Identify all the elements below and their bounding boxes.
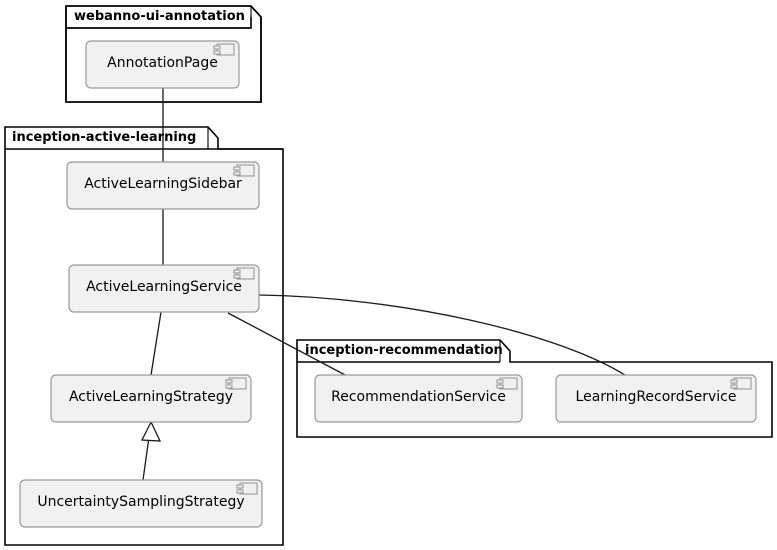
component-annotation-page[interactable] — [85, 40, 240, 89]
component-icon — [233, 267, 255, 280]
component-label-active-learning-sidebar: ActiveLearningSidebar — [84, 176, 242, 192]
component-label-recommendation-service: RecommendationService — [331, 389, 506, 405]
connector-service-to-recommendation — [227, 312, 348, 377]
component-learning-record-service[interactable] — [555, 374, 757, 423]
component-icon — [233, 164, 255, 177]
package-label-webanno-ui-annotation: webanno-ui-annotation — [74, 9, 245, 24]
component-icon — [236, 482, 258, 495]
package-label-inception-active-learning: inception-active-learning — [12, 130, 197, 145]
component-icon — [225, 377, 247, 390]
component-icon — [730, 377, 752, 390]
component-active-learning-service[interactable] — [68, 264, 260, 313]
component-label-annotation-page: AnnotationPage — [107, 55, 218, 71]
package-label-inception-recommendation: inception-recommendation — [305, 343, 503, 358]
component-recommendation-service[interactable] — [314, 374, 523, 423]
connector-service-to-learning-record — [258, 294, 629, 378]
component-icon — [496, 377, 518, 390]
component-label-active-learning-service: ActiveLearningService — [86, 279, 242, 295]
component-active-learning-sidebar[interactable] — [66, 161, 260, 210]
hollow-triangle-arrow-icon — [140, 420, 162, 442]
connector-service-to-strategy — [150, 311, 162, 376]
component-label-active-learning-strategy: ActiveLearningStrategy — [68, 389, 234, 405]
component-label-learning-record-service: LearningRecordService — [575, 389, 737, 405]
component-icon — [213, 43, 235, 56]
component-uncertainty-sampling-strategy[interactable] — [19, 479, 263, 528]
component-active-learning-strategy[interactable] — [50, 374, 252, 423]
connector-strategy-to-uncertainty — [140, 420, 162, 481]
package-inception-active-learning[interactable] — [4, 126, 284, 546]
component-label-uncertainty-sampling-strategy: UncertaintySamplingStrategy — [37, 494, 245, 510]
